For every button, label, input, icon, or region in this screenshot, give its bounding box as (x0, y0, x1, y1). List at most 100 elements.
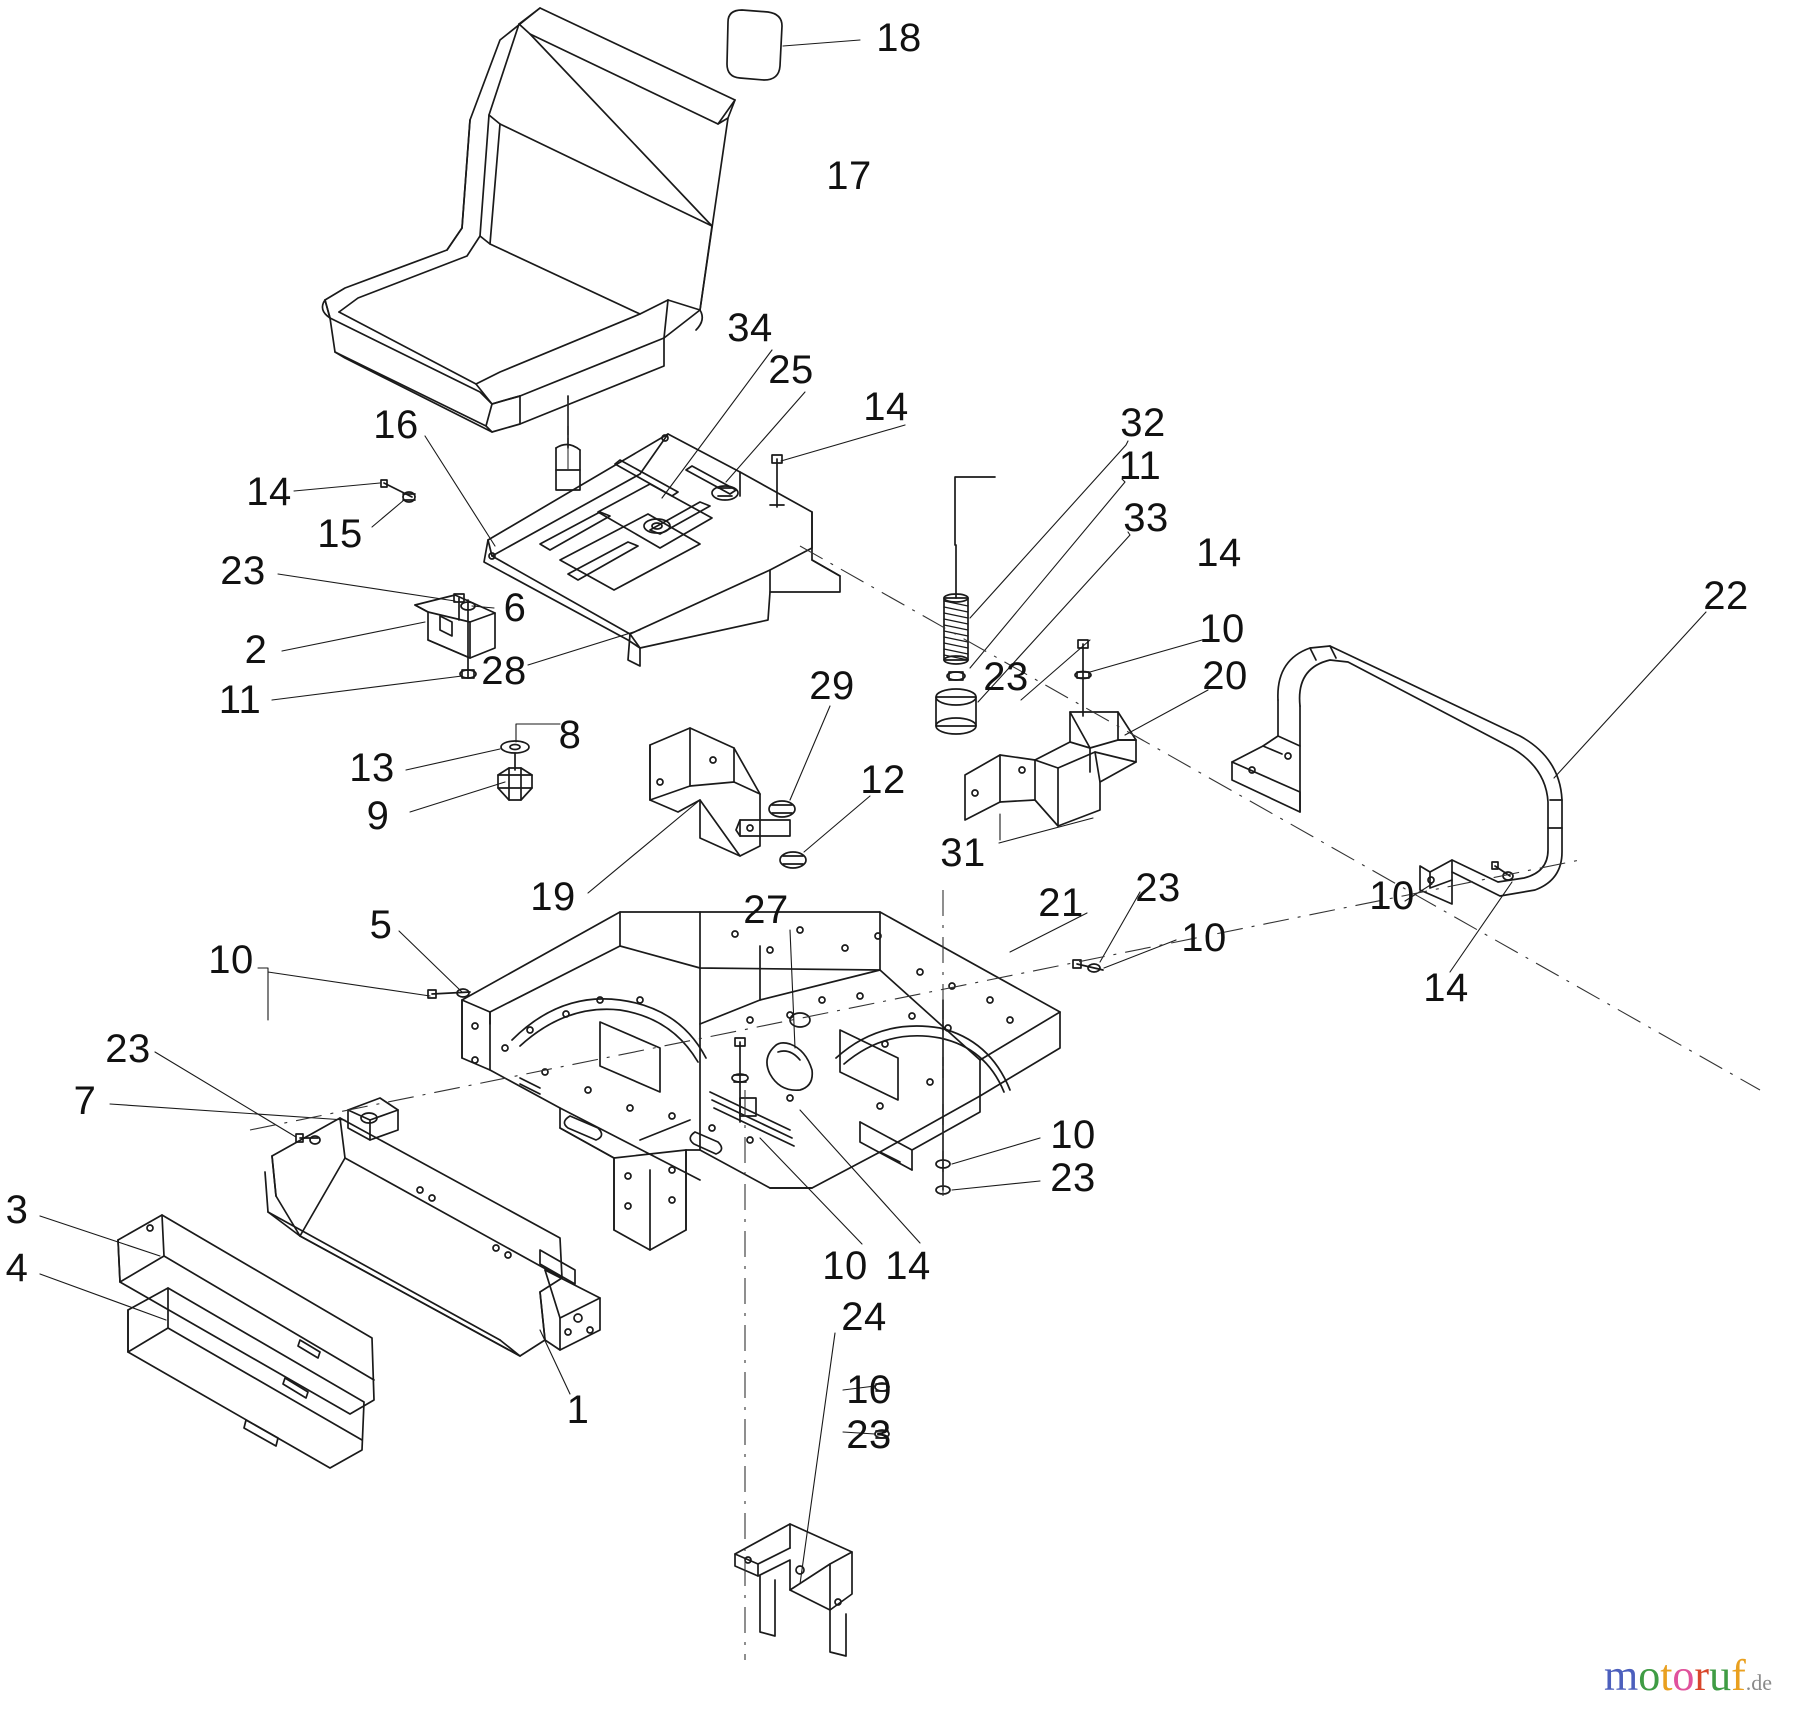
leader-3 (39, 1215, 161, 1257)
leader-13 (405, 748, 501, 771)
callout-20: 20 (1202, 654, 1248, 698)
leader-11b (271, 675, 463, 701)
leader-23a (277, 573, 456, 602)
leader-10c (1103, 939, 1177, 969)
leader-23c (1099, 891, 1141, 963)
logo-suffix-de: .de (1745, 1670, 1772, 1695)
decal-part-4 (127, 1287, 365, 1469)
callout-13: 13 (349, 746, 395, 790)
callout-10c: 10 (1181, 916, 1227, 960)
callout-23c: 23 (1135, 866, 1181, 910)
callout-2: 2 (244, 628, 268, 672)
leader-28 (527, 629, 641, 666)
leader-10f (759, 1137, 863, 1245)
leader-22 (1553, 611, 1707, 779)
leader-10g (842, 1385, 876, 1391)
leader-8 (515, 723, 561, 743)
logo-letter-t: t (1660, 1651, 1673, 1700)
callout-7: 7 (73, 1079, 97, 1123)
callout-14b: 14 (246, 470, 292, 514)
leader-10e (951, 1137, 1041, 1165)
leader-27 (789, 929, 796, 1049)
leader-4 (39, 1273, 167, 1321)
callout-1: 1 (566, 1388, 590, 1432)
leader-10d-a (257, 967, 269, 1021)
leader-16 (424, 435, 496, 547)
fastener-part-14-15 (380, 479, 416, 503)
leader-7 (109, 1103, 346, 1121)
leader-34 (661, 349, 773, 499)
leader-9 (409, 781, 506, 813)
callout-11a: 11 (1118, 444, 1162, 488)
callout-10a: 10 (1199, 607, 1245, 651)
leader-23e (951, 1180, 1041, 1191)
bracket-part-20 (964, 639, 1137, 827)
logo-letter-o2: o (1672, 1651, 1695, 1700)
leader-14a (780, 424, 906, 462)
callout-17: 17 (826, 154, 872, 198)
seat-part-17 (321, 7, 736, 491)
mount-bracket-part-19 (649, 727, 807, 869)
main-frame-part-21 (427, 911, 1104, 1251)
pad-part-18 (726, 9, 783, 81)
bracket-part-24 (734, 1523, 853, 1657)
leader-1 (539, 1329, 571, 1395)
callout-18: 18 (876, 16, 922, 60)
leader-23f (842, 1431, 876, 1435)
leader-19 (587, 799, 701, 894)
callout-23b: 23 (983, 655, 1029, 699)
leader-29 (789, 705, 831, 801)
callout-11b: 11 (218, 678, 262, 722)
leader-23d (154, 1051, 297, 1138)
callout-10g: 10 (846, 1368, 892, 1412)
callout-23f: 23 (846, 1413, 892, 1457)
callout-19: 19 (530, 875, 576, 919)
callout-23e: 23 (1050, 1156, 1096, 1200)
callout-14a: 14 (863, 385, 909, 429)
leader-14d (1449, 881, 1513, 973)
callout-23a: 23 (220, 549, 266, 593)
logo-letter-f: f (1731, 1651, 1746, 1700)
callout-14c: 14 (1196, 531, 1242, 575)
leader-25 (725, 391, 806, 483)
leader-24 (799, 1332, 836, 1585)
leader-21 (1009, 912, 1088, 953)
leader-6 (471, 605, 495, 609)
callout-31: 31 (940, 831, 986, 875)
callout-10b: 10 (1369, 874, 1415, 918)
leader-18 (782, 39, 861, 47)
leader-2 (281, 621, 426, 652)
leader-10a (1089, 639, 1203, 673)
spring-assembly-part-32 (935, 476, 996, 735)
logo-letter-o1: o (1638, 1651, 1661, 1700)
front-cover-part-1 (264, 1097, 601, 1357)
callout-15: 15 (317, 512, 363, 556)
leader-5 (398, 930, 463, 993)
leader-10d-b (267, 971, 431, 997)
motoruf-watermark-logo: motoruf.de (1604, 1654, 1772, 1698)
callout-6: 6 (503, 586, 527, 630)
callout-14d: 14 (1423, 966, 1469, 1010)
callout-23d: 23 (105, 1027, 151, 1071)
callout-16: 16 (373, 403, 419, 447)
leader-11a (969, 478, 1126, 669)
callout-4: 4 (5, 1246, 29, 1290)
callout-10d: 10 (208, 938, 254, 982)
axis-line-mid (249, 859, 1581, 1131)
callout-25: 25 (768, 348, 814, 392)
logo-letter-m: m (1603, 1651, 1639, 1700)
callout-10e: 10 (1050, 1113, 1096, 1157)
clip-part-9 (497, 740, 533, 801)
leader-12 (803, 795, 871, 853)
callout-29: 29 (809, 664, 855, 708)
callout-34: 34 (727, 306, 773, 350)
callout-24: 24 (841, 1295, 887, 1339)
logo-letter-r: r (1694, 1651, 1710, 1700)
callout-22: 22 (1703, 574, 1749, 618)
switch-bracket-part-2 (414, 593, 496, 679)
callout-5: 5 (369, 903, 393, 947)
seat-plate-part-16 (483, 433, 841, 667)
callout-8: 8 (558, 713, 582, 757)
leader-23b (1020, 639, 1091, 701)
